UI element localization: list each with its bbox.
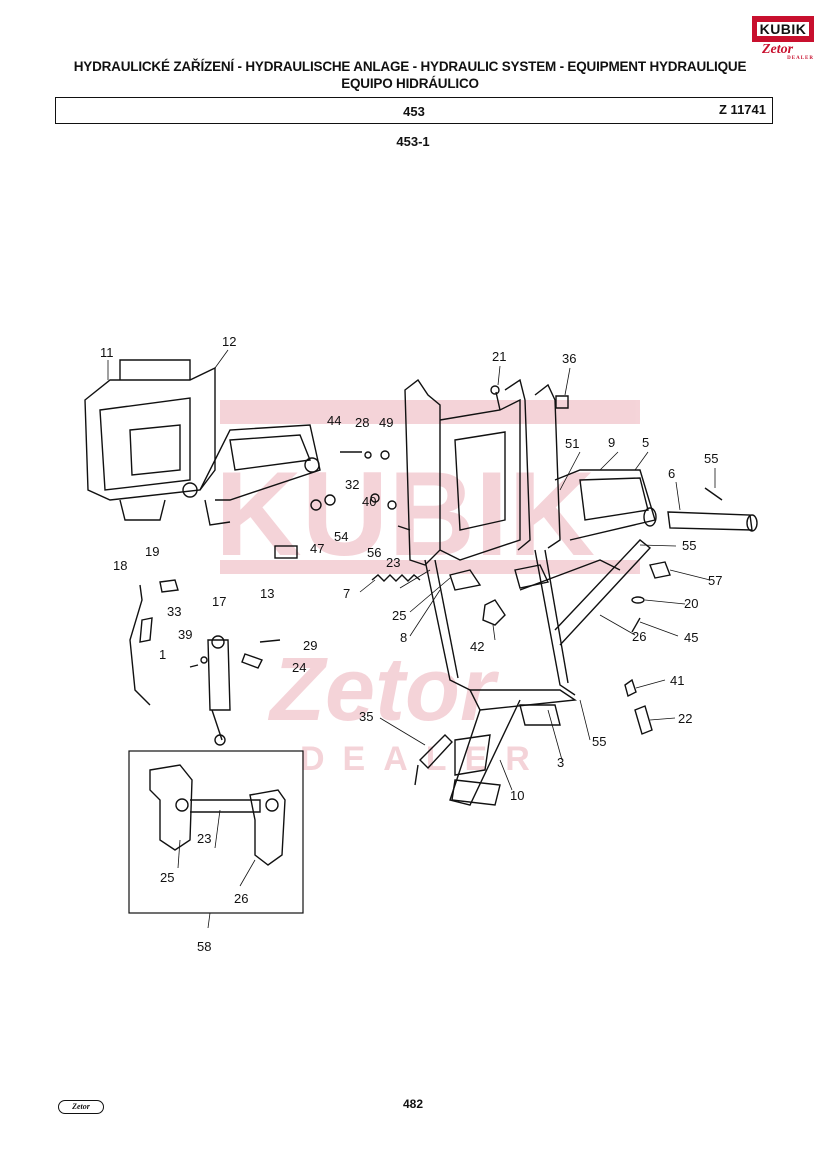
label-23-inset: 23 xyxy=(197,831,211,846)
label-1: 1 xyxy=(159,647,166,662)
label-21: 21 xyxy=(492,349,506,364)
label-45: 45 xyxy=(684,630,698,645)
label-10: 10 xyxy=(510,788,524,803)
title-line-1: HYDRAULICKÉ ZAŘÍZENÍ - HYDRAULISCHE ANLA… xyxy=(73,59,747,74)
label-20: 20 xyxy=(684,596,698,611)
logo-sub-text: Zetor xyxy=(762,42,794,57)
label-41: 41 xyxy=(670,673,684,688)
label-26: 26 xyxy=(632,629,646,644)
part-labels: 11 12 21 36 44 28 49 51 9 5 6 55 32 40 4… xyxy=(100,334,722,954)
watermark-sub: Zetor xyxy=(267,640,500,740)
label-36: 36 xyxy=(562,351,576,366)
label-13: 13 xyxy=(260,586,274,601)
label-55-bottom: 55 xyxy=(592,734,606,749)
label-32: 32 xyxy=(345,477,359,492)
label-25-inset: 25 xyxy=(160,870,174,885)
label-40: 40 xyxy=(362,494,376,509)
label-35: 35 xyxy=(359,709,373,724)
label-22: 22 xyxy=(678,711,692,726)
label-55-right: 55 xyxy=(682,538,696,553)
label-24: 24 xyxy=(292,660,306,675)
label-55-top: 55 xyxy=(704,451,718,466)
label-5: 5 xyxy=(642,435,649,450)
logo-sub: Zetor DEALER xyxy=(762,42,814,62)
label-18: 18 xyxy=(113,558,127,573)
subtitle: 453-1 xyxy=(396,134,430,149)
label-49: 49 xyxy=(379,415,393,430)
label-56: 56 xyxy=(367,545,381,560)
logo-badge: KUBIK xyxy=(752,16,814,42)
label-6: 6 xyxy=(668,466,675,481)
drawing-lines xyxy=(84,349,758,929)
logo-brand: KUBIK xyxy=(757,22,809,36)
watermark-brand: KUBIK xyxy=(215,447,595,581)
group-number: 453 xyxy=(403,104,425,119)
watermark-tagline: DEALER xyxy=(300,740,548,778)
label-26-inset: 26 xyxy=(234,891,248,906)
page-title: HYDRAULICKÉ ZAŘÍZENÍ - HYDRAULISCHE ANLA… xyxy=(30,58,790,92)
label-7: 7 xyxy=(343,586,350,601)
label-33: 33 xyxy=(167,604,181,619)
label-54: 54 xyxy=(334,529,348,544)
label-39: 39 xyxy=(178,627,192,642)
label-58: 58 xyxy=(197,939,211,954)
label-28: 28 xyxy=(355,415,369,430)
drawing-code: Z 11741 xyxy=(719,102,766,117)
label-3: 3 xyxy=(557,755,564,770)
label-17: 17 xyxy=(212,594,226,609)
label-11: 11 xyxy=(100,345,114,360)
label-57: 57 xyxy=(708,573,722,588)
page-number: 482 xyxy=(402,1097,424,1111)
label-47: 47 xyxy=(310,541,324,556)
label-44: 44 xyxy=(327,413,341,428)
header-box: 453 Z 11741 xyxy=(55,97,773,124)
label-9: 9 xyxy=(608,435,615,450)
label-42: 42 xyxy=(470,639,484,654)
label-51: 51 xyxy=(565,436,579,451)
kubik-logo: KUBIK Zetor DEALER xyxy=(752,16,814,62)
label-29: 29 xyxy=(303,638,317,653)
footer-logo: Zetor xyxy=(58,1100,104,1114)
label-23: 23 xyxy=(386,555,400,570)
label-12: 12 xyxy=(222,334,236,349)
label-19: 19 xyxy=(145,544,159,559)
title-line-2: EQUIPO HIDRÁULICO xyxy=(341,76,479,91)
logo-tagline: DEALER xyxy=(787,56,814,61)
label-8: 8 xyxy=(400,630,407,645)
label-25: 25 xyxy=(392,608,406,623)
watermark: KUBIK Zetor DEALER xyxy=(215,400,640,778)
